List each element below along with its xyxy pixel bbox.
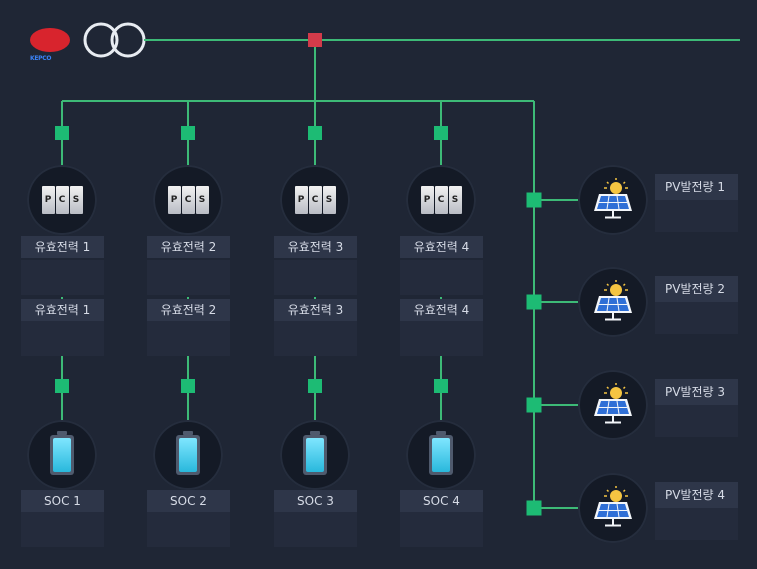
battery-icon [429, 431, 453, 475]
active-power-label: 유효전력 1 [21, 299, 104, 321]
pv-generation-value [655, 508, 738, 540]
pv-generation-label: PV발전량 3 [655, 379, 738, 405]
soc-label: SOC 3 [274, 490, 357, 512]
battery-unit-4[interactable] [406, 420, 476, 490]
pcs-breaker-4[interactable] [434, 126, 448, 140]
pcs-letter: P [167, 186, 181, 214]
pcs-letter: S [195, 186, 209, 214]
active-power-label: 유효전력 2 [147, 236, 230, 258]
battery-breaker-3[interactable] [308, 379, 322, 393]
pv-generation-value [655, 302, 738, 334]
kepco-logo-text: KEPCO [30, 55, 52, 62]
pv-generation-label: PV발전량 4 [655, 482, 738, 508]
pcs-letter: C [308, 186, 322, 214]
pv-generation-label: PV발전량 1 [655, 174, 738, 200]
pv-unit-3[interactable] [578, 370, 648, 440]
active-power-label: 유효전력 1 [21, 236, 104, 258]
soc-value [147, 512, 230, 547]
active-power-value [147, 260, 230, 295]
solar-panel-icon [594, 383, 632, 424]
pv-unit-4[interactable] [578, 473, 648, 543]
active-power-label: 유효전력 4 [400, 236, 483, 258]
pcs-letter: S [69, 186, 83, 214]
battery-icon [303, 431, 327, 475]
battery-breaker-1[interactable] [55, 379, 69, 393]
pcs-letter: C [434, 186, 448, 214]
battery-breaker-2[interactable] [181, 379, 195, 393]
transformer-icon [83, 22, 146, 58]
pv-breaker-4[interactable] [526, 500, 542, 516]
pcs-breaker-1[interactable] [55, 126, 69, 140]
active-power-label: 유효전력 3 [274, 299, 357, 321]
soc-value [400, 512, 483, 547]
pcs-letter: P [294, 186, 308, 214]
battery-icon [50, 431, 74, 475]
pv-unit-1[interactable] [578, 165, 648, 235]
main-breaker[interactable] [308, 33, 322, 47]
soc-value [274, 512, 357, 547]
active-power-value [21, 260, 104, 295]
battery-unit-2[interactable] [153, 420, 223, 490]
pcs-letter: P [420, 186, 434, 214]
pv-breaker-3[interactable] [526, 397, 542, 413]
pv-generation-value [655, 200, 738, 232]
pv-unit-2[interactable] [578, 267, 648, 337]
pcs-letter: S [322, 186, 336, 214]
active-power-label: 유효전력 4 [400, 299, 483, 321]
pcs-letter: C [181, 186, 195, 214]
soc-label: SOC 4 [400, 490, 483, 512]
battery-unit-3[interactable] [280, 420, 350, 490]
pcs-letter: S [448, 186, 462, 214]
active-power-value [400, 260, 483, 295]
active-power-value [274, 260, 357, 295]
active-power-value [400, 321, 483, 356]
solar-panel-icon [594, 280, 632, 321]
active-power-label: 유효전력 2 [147, 299, 230, 321]
pcs-breaker-2[interactable] [181, 126, 195, 140]
kepco-logo: KEPCO [28, 28, 74, 64]
active-power-value [274, 321, 357, 356]
solar-panel-icon [594, 178, 632, 219]
battery-unit-1[interactable] [27, 420, 97, 490]
soc-label: SOC 1 [21, 490, 104, 512]
active-power-label: 유효전력 3 [274, 236, 357, 258]
soc-label: SOC 2 [147, 490, 230, 512]
pv-generation-label: PV발전량 2 [655, 276, 738, 302]
pv-breaker-1[interactable] [526, 192, 542, 208]
solar-panel-icon [594, 486, 632, 527]
battery-breaker-4[interactable] [434, 379, 448, 393]
active-power-value [147, 321, 230, 356]
pcs-breaker-3[interactable] [308, 126, 322, 140]
pcs-letter: P [41, 186, 55, 214]
soc-value [21, 512, 104, 547]
pv-breaker-2[interactable] [526, 294, 542, 310]
battery-icon [176, 431, 200, 475]
pcs-letter: C [55, 186, 69, 214]
active-power-value [21, 321, 104, 356]
pv-generation-value [655, 405, 738, 437]
